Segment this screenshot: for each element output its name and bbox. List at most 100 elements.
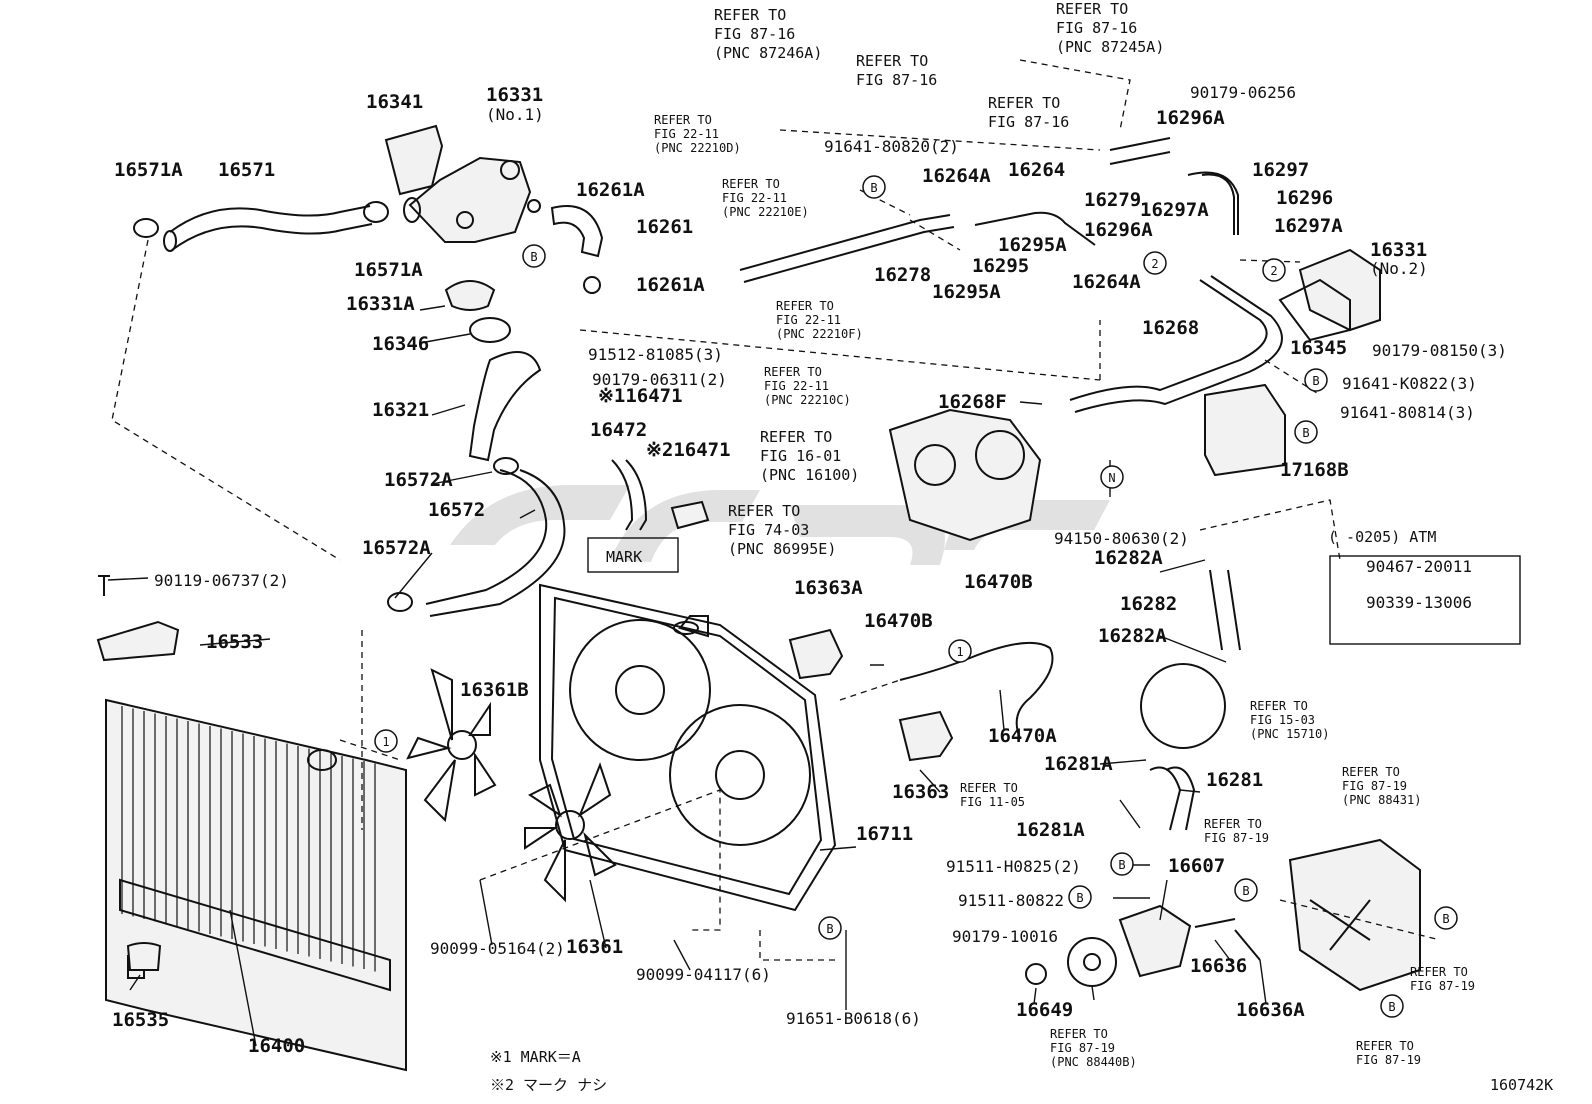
part-number-label: 16278 [874,264,931,286]
refer-title: REFER TO [856,52,928,70]
callout-ring [1110,852,1134,876]
part-number-label: 16711 [856,823,913,845]
part-number-label: 16295A [932,281,1001,303]
part-number-label: 16535 [112,1009,169,1031]
refer-title: REFER TO [776,299,834,313]
refer-pnc: (PNC 86995E) [728,540,836,558]
refer-title: REFER TO [714,6,786,24]
part-number-label: 16268F [938,391,1007,413]
part-number-label: (No.2) [1370,259,1428,278]
refer-pnc: (PNC 22210E) [722,205,809,219]
part-number-label: 16297A [1274,215,1343,237]
refer-fig: FIG 22-11 [654,127,719,141]
part-number-label: 16297A [1140,199,1209,221]
callout-circle: B [1068,885,1092,909]
part-number-label: 91651-B0618(6) [786,1009,921,1028]
part-number-label: 16281 [1206,769,1263,791]
part-number-label: 91512-81085(3) [588,345,723,364]
part-number-label: 90099-04117(6) [636,965,771,984]
callout-symbol: B [530,250,537,264]
part-number-label: 16472 [590,419,647,441]
refer-pnc: (PNC 22210D) [654,141,741,155]
callout-symbol: B [1388,1000,1395,1014]
callout-ring [522,244,546,268]
part-number-label: 16361 [566,936,623,958]
part-number-label: 16297 [1252,159,1309,181]
callout-circle: N [1100,465,1124,489]
part-number-label: 16363 [892,781,949,803]
callout-ring [1234,878,1258,902]
callout-ring [1100,465,1124,489]
callout-ring [1262,258,1286,282]
refer-title: REFER TO [960,781,1018,795]
part-number-label: 16282A [1098,625,1167,647]
part-number-label: 16281A [1044,753,1113,775]
refer-pnc: (PNC 88431) [1342,793,1421,807]
refer-title: REFER TO [728,502,800,520]
refer-title: REFER TO [1342,765,1400,779]
note-1: ※1 MARK＝A [490,1048,581,1066]
part-number-label: 16533 [206,631,263,653]
part-number-label: 16268 [1142,317,1199,339]
refer-fig: FIG 74-03 [728,521,809,539]
hose-16282 [1209,569,1241,651]
mark-box [587,537,679,573]
fan-motor-16363 [898,710,954,762]
part-number-label: 16296A [1084,219,1153,241]
part-number-label: 16571 [218,159,275,181]
part-number-label: 91511-H0825(2) [946,857,1081,876]
water-outlet-no1 [384,124,532,243]
part-number-label: 90179-06311(2) [592,370,727,389]
part-number-label: 16361B [460,679,529,701]
fan-motor-16363a [788,628,844,680]
refer-fig: FIG 15-03 [1250,713,1315,727]
part-number-label: 16345 [1290,337,1347,359]
refer-title: REFER TO [988,94,1060,112]
part-number-label: 16296A [1156,107,1225,129]
callout-ring [1304,368,1328,392]
refer-title: REFER TO [1056,0,1128,18]
callout-symbol: B [1076,891,1083,905]
radiator-support-bracket [96,575,180,662]
diagram-code: 160742K [1490,1076,1553,1094]
refer-pnc: (PNC 22210F) [776,327,863,341]
part-number-label: ※216471 [646,439,731,461]
part-number-label: 16607 [1168,855,1225,877]
atm-box [1329,555,1521,645]
refer-pnc: (PNC 15710) [1250,727,1329,741]
part-number-label: 17168B [1280,459,1349,481]
part-number-label: 16571A [354,259,423,281]
part-number-label: 16571A [114,159,183,181]
callout-circle: 1 [374,729,398,753]
radiator-core [105,698,407,1072]
part-number-label: 90179-08150(3) [1372,341,1507,360]
callout-ring [1434,906,1458,930]
callout-circle: B [862,175,886,199]
radiator-cushion [126,942,162,971]
part-number-label: 16363A [794,577,863,599]
refer-fig: FIG 22-11 [764,379,829,393]
water-outlet-no2 [1278,248,1381,342]
refer-fig: FIG 22-11 [776,313,841,327]
part-number-label: 90179-10016 [952,927,1058,946]
part-number-label: 16649 [1016,999,1073,1021]
part-number-label: 16295A [998,234,1067,256]
water-inlet-pipe-16268 [1069,275,1283,413]
note-2: ※2 マーク ナシ [490,1076,607,1094]
bypass-hose [527,199,604,294]
refer-fig: FIG 11-05 [960,795,1025,809]
refer-fig: FIG 87-16 [988,113,1069,131]
part-number-label: 90099-05164(2) [430,939,565,958]
refer-pnc: (PNC 88440B) [1050,1055,1137,1069]
callout-circle: B [522,244,546,268]
callout-circle: 2 [1143,251,1167,275]
callout-ring [1380,994,1404,1018]
part-number-label: 91641-80814(3) [1340,403,1475,422]
part-number-label: 16636 [1190,955,1247,977]
refer-fig: FIG 22-11 [722,191,787,205]
part-number-label: 16341 [366,91,423,113]
hose-16472 [611,459,710,531]
callout-symbol: 2 [1151,257,1158,271]
callout-symbol: B [1302,426,1309,440]
